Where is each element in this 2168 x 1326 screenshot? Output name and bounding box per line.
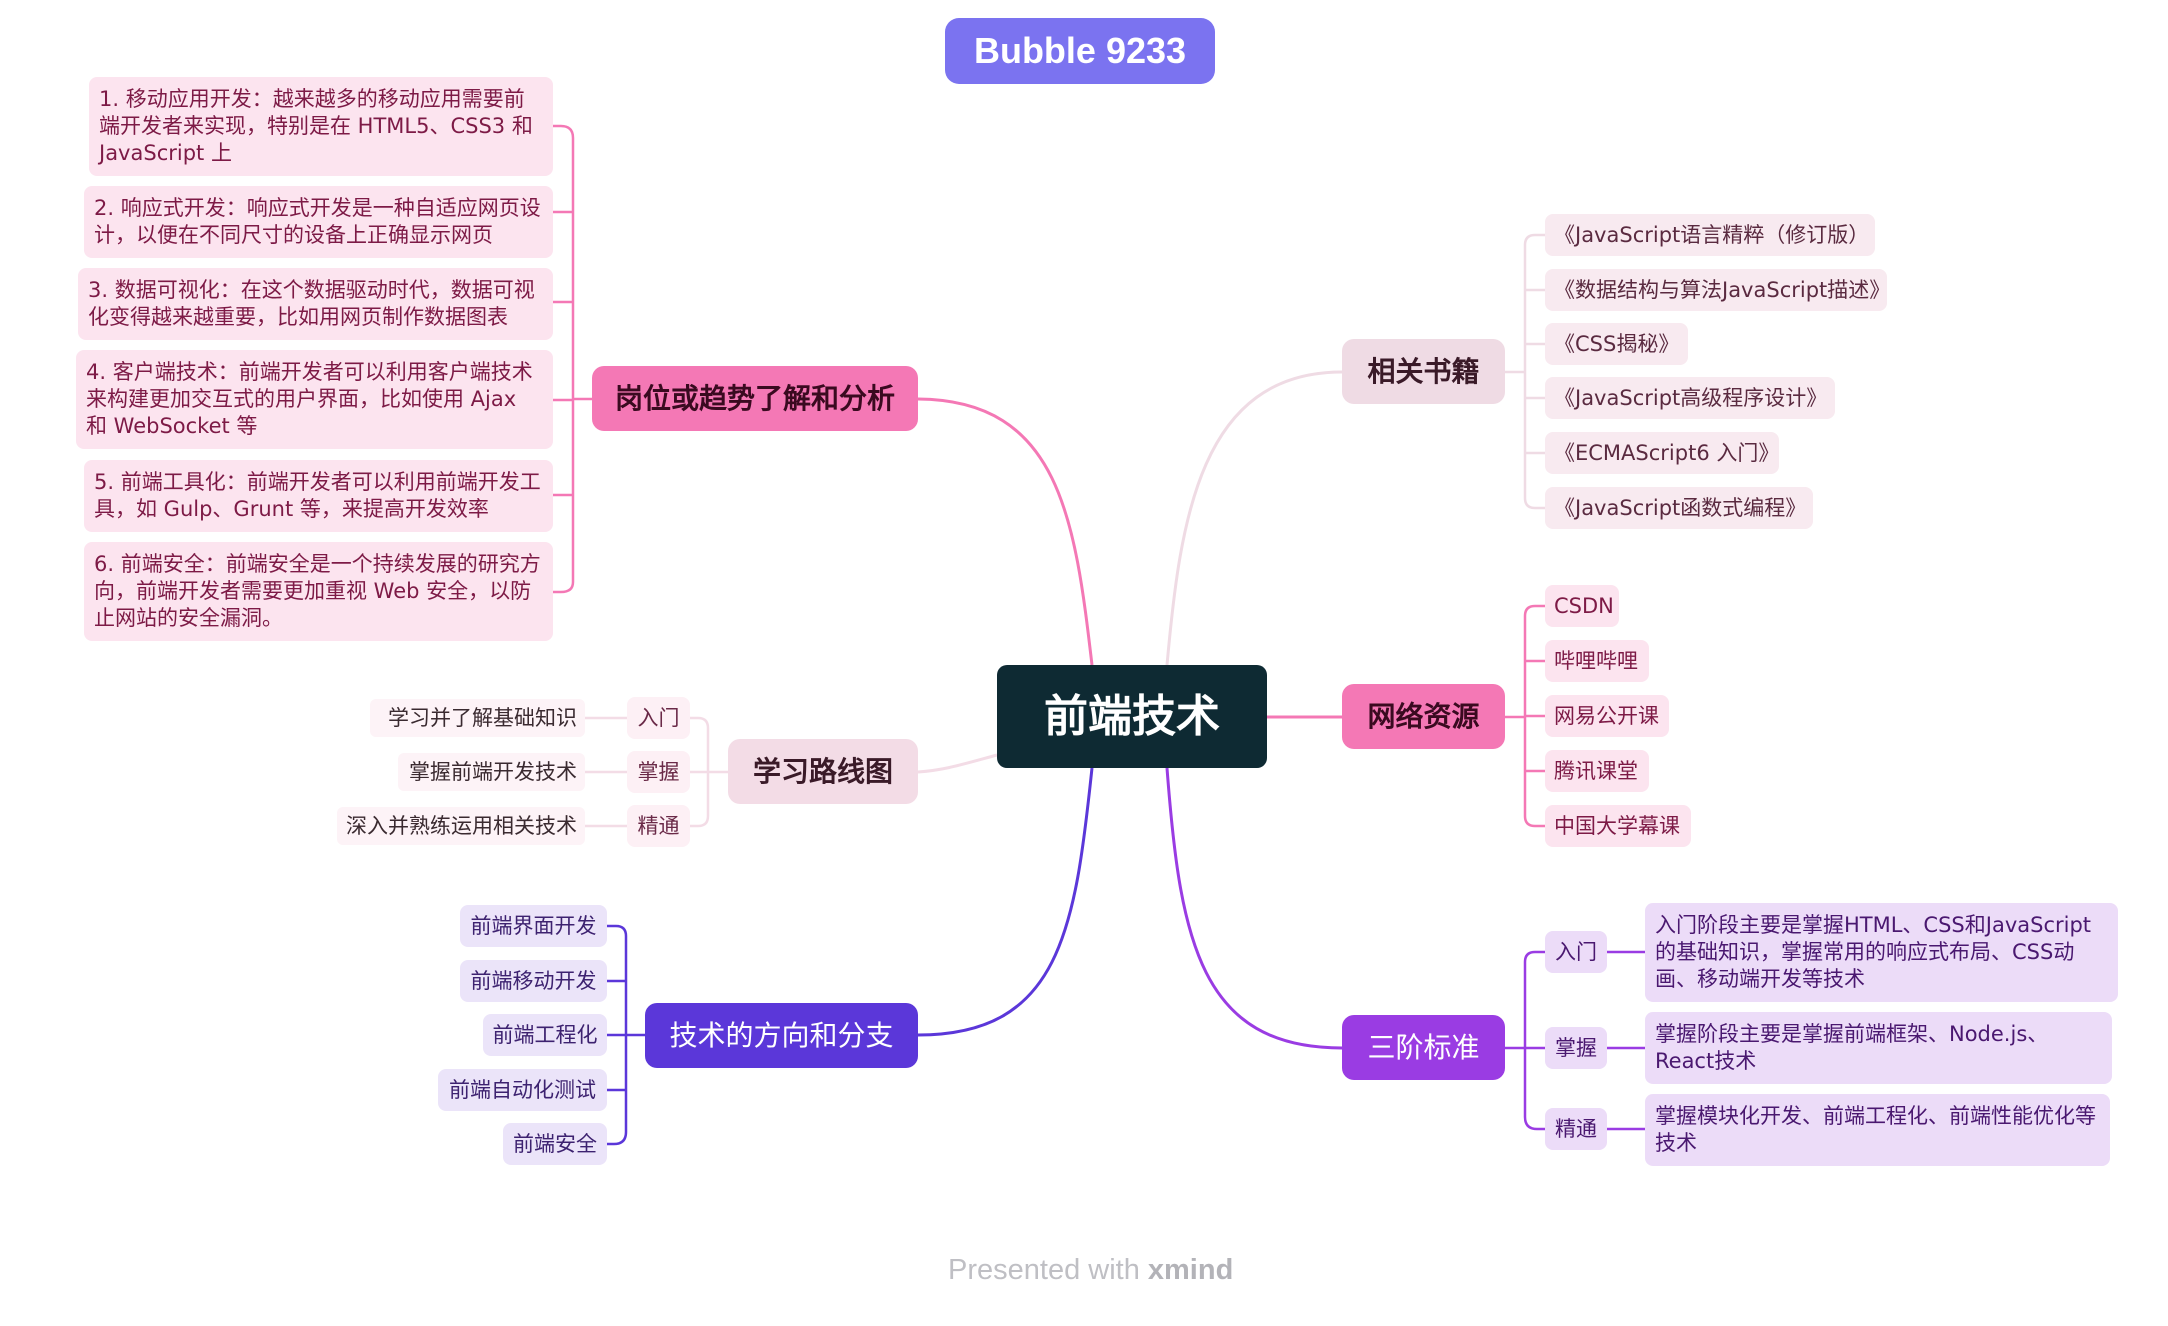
career-item[interactable]: 2. 响应式开发：响应式开发是一种自适应网页设计，以便在不同尺寸的设备上正确显示… xyxy=(84,186,553,258)
standard-detail[interactable]: 掌握模块化开发、前端工程化、前端性能优化等技术 xyxy=(1645,1094,2110,1166)
branch-directions[interactable]: 技术的方向和分支 xyxy=(645,1003,918,1068)
standards-bracket xyxy=(1505,950,1645,1131)
resource-item[interactable]: 网易公开课 xyxy=(1545,695,1669,737)
book-item[interactable]: 《CSS揭秘》 xyxy=(1545,323,1688,365)
roadmap-level[interactable]: 入门 xyxy=(627,697,690,739)
link-standards xyxy=(1165,767,1343,1050)
center-topic[interactable]: 前端技术 xyxy=(997,665,1267,768)
career-item[interactable]: 1. 移动应用开发：越来越多的移动应用需要前端开发者来实现，特别是在 HTML5… xyxy=(89,77,553,176)
branch-roadmap[interactable]: 学习路线图 xyxy=(728,739,918,804)
standard-detail[interactable]: 掌握阶段主要是掌握前端框架、Node.js、React技术 xyxy=(1645,1012,2112,1084)
directions-item[interactable]: 前端界面开发 xyxy=(460,905,607,947)
book-item[interactable]: 《数据结构与算法JavaScript描述》 xyxy=(1545,269,1890,311)
link-directions xyxy=(917,767,1094,1037)
roadmap-detail[interactable]: 深入并熟练运用相关技术 xyxy=(337,807,585,845)
roadmap-level[interactable]: 掌握 xyxy=(627,751,690,793)
resources-bracket xyxy=(1505,604,1545,828)
footer-brand: xmind xyxy=(1147,1254,1234,1286)
footer-watermark: Presented with xmind xyxy=(948,1250,1248,1290)
book-item[interactable]: 《JavaScript高级程序设计》 xyxy=(1545,377,1835,419)
standard-level[interactable]: 精通 xyxy=(1545,1108,1607,1150)
career-item[interactable]: 3. 数据可视化：在这个数据驱动时代，数据可视化变得越来越重要，比如用网页制作数… xyxy=(78,268,553,340)
directions-item[interactable]: 前端工程化 xyxy=(483,1014,607,1056)
resource-item[interactable]: 哔哩哔哩 xyxy=(1545,640,1649,682)
books-bracket xyxy=(1505,233,1545,510)
career-bracket xyxy=(553,124,592,594)
roadmap-level[interactable]: 精通 xyxy=(627,805,690,847)
resource-item[interactable]: 腾讯课堂 xyxy=(1545,750,1649,792)
standard-level[interactable]: 入门 xyxy=(1545,931,1607,973)
standard-level[interactable]: 掌握 xyxy=(1545,1027,1607,1069)
link-roadmap xyxy=(917,753,998,774)
resource-item[interactable]: 中国大学幕课 xyxy=(1545,805,1691,847)
career-item[interactable]: 4. 客户端技术：前端开发者可以利用客户端技术来构建更加交互式的用户界面，比如使… xyxy=(76,350,553,449)
branch-resources[interactable]: 网络资源 xyxy=(1342,684,1505,749)
roadmap-bracket xyxy=(585,716,728,828)
directions-bracket xyxy=(607,924,645,1146)
directions-item[interactable]: 前端安全 xyxy=(503,1123,607,1165)
standard-detail[interactable]: 入门阶段主要是掌握HTML、CSS和JavaScript的基础知识，掌握常用的响… xyxy=(1645,903,2118,1002)
roadmap-detail[interactable]: 学习并了解基础知识 xyxy=(370,699,585,737)
directions-item[interactable]: 前端移动开发 xyxy=(460,960,607,1002)
branch-standards[interactable]: 三阶标准 xyxy=(1342,1015,1505,1080)
career-item[interactable]: 6. 前端安全：前端安全是一个持续发展的研究方向，前端开发者需要更加重视 Web… xyxy=(84,542,553,641)
directions-item[interactable]: 前端自动化测试 xyxy=(438,1069,607,1111)
resource-item[interactable]: CSDN xyxy=(1545,585,1619,627)
book-item[interactable]: 《ECMAScript6 入门》 xyxy=(1545,432,1779,474)
branch-books[interactable]: 相关书籍 xyxy=(1342,339,1505,404)
book-item[interactable]: 《JavaScript语言精粹（修订版） xyxy=(1545,214,1875,256)
career-item[interactable]: 5. 前端工具化：前端开发者可以利用前端开发工具，如 Gulp、Grunt 等，… xyxy=(84,460,553,532)
page-title: Bubble 9233 xyxy=(945,18,1215,84)
link-books xyxy=(1165,370,1343,666)
branch-career[interactable]: 岗位或趋势了解和分析 xyxy=(592,366,918,431)
roadmap-detail[interactable]: 掌握前端开发技术 xyxy=(398,753,585,791)
book-item[interactable]: 《JavaScript函数式编程》 xyxy=(1545,487,1813,529)
footer-presented: Presented with xyxy=(948,1254,1140,1286)
link-career xyxy=(917,397,1094,666)
